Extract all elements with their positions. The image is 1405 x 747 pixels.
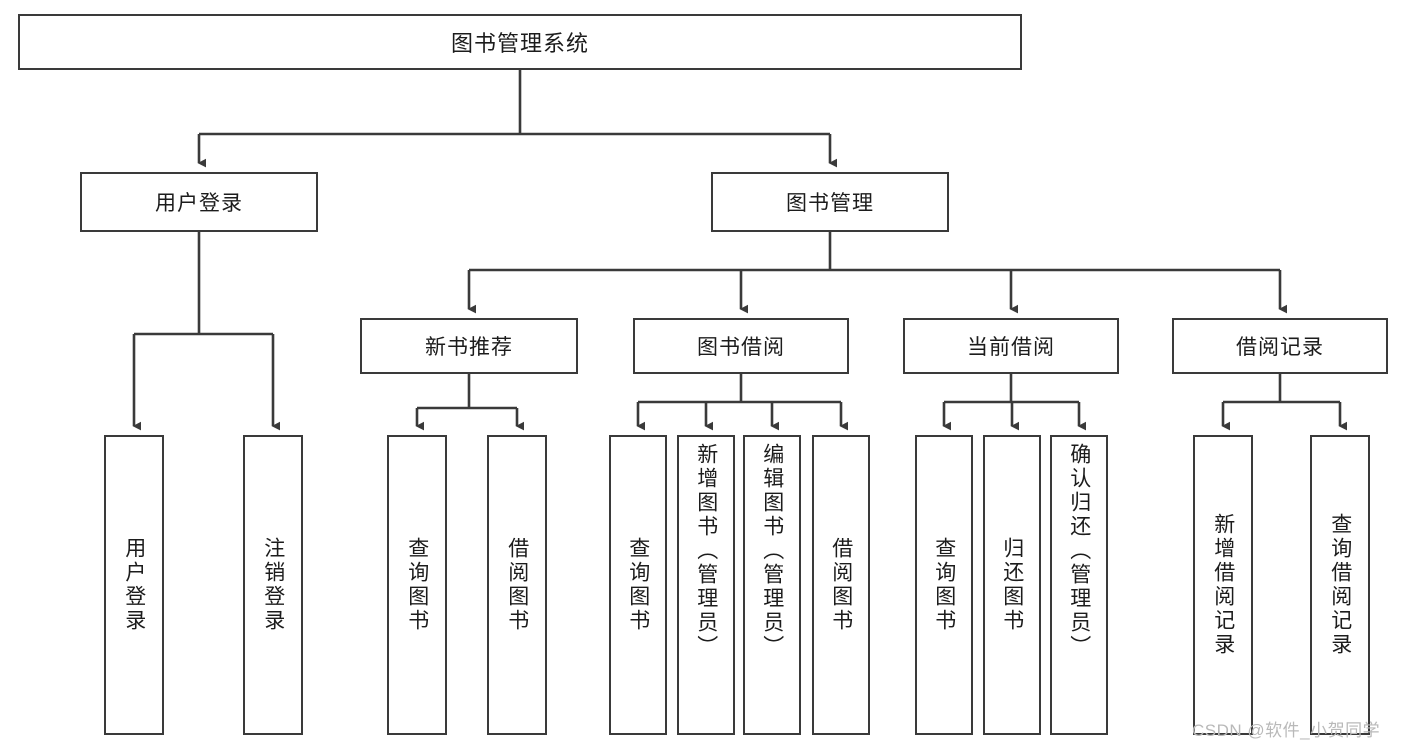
node-leaf-edit-book[interactable]: 编辑图书（管理员）: [743, 435, 801, 735]
node-leaf-query-record[interactable]: 查询借阅记录: [1310, 435, 1370, 735]
node-leaf-borrow-book-2-label: 借阅图书: [829, 537, 853, 633]
node-leaf-add-book-label: 新增图书（管理员）: [694, 443, 718, 659]
node-leaf-borrow-book-1[interactable]: 借阅图书: [487, 435, 547, 735]
node-leaf-user-login-label: 用户登录: [122, 537, 146, 633]
node-book-manage[interactable]: 图书管理: [711, 172, 949, 232]
node-leaf-return-book-label: 归还图书: [1000, 537, 1024, 633]
node-book-manage-label: 图书管理: [786, 192, 874, 215]
node-leaf-user-logout[interactable]: 注销登录: [243, 435, 303, 735]
node-book-borrow[interactable]: 图书借阅: [633, 318, 849, 374]
node-leaf-query-book-1-label: 查询图书: [405, 537, 429, 633]
node-leaf-query-book-2[interactable]: 查询图书: [609, 435, 667, 735]
node-leaf-confirm-return[interactable]: 确认归还（管理员）: [1050, 435, 1108, 735]
node-leaf-add-record-label: 新增借阅记录: [1211, 513, 1235, 657]
node-leaf-user-login[interactable]: 用户登录: [104, 435, 164, 735]
node-leaf-add-book[interactable]: 新增图书（管理员）: [677, 435, 735, 735]
node-leaf-borrow-book-1-label: 借阅图书: [505, 537, 529, 633]
node-leaf-query-book-3-label: 查询图书: [932, 537, 956, 633]
csdn-watermark: CSDN @软件_小贺同学: [1192, 721, 1381, 740]
node-leaf-user-logout-label: 注销登录: [261, 537, 285, 633]
node-leaf-edit-book-label: 编辑图书（管理员）: [760, 443, 784, 659]
node-leaf-return-book[interactable]: 归还图书: [983, 435, 1041, 735]
node-leaf-add-record[interactable]: 新增借阅记录: [1193, 435, 1253, 735]
node-root[interactable]: 图书管理系统: [18, 14, 1022, 70]
node-leaf-query-book-1[interactable]: 查询图书: [387, 435, 447, 735]
node-user-login[interactable]: 用户登录: [80, 172, 318, 232]
node-borrow-record-label: 借阅记录: [1236, 336, 1324, 359]
node-book-borrow-label: 图书借阅: [697, 336, 785, 359]
node-new-book-rec-label: 新书推荐: [425, 336, 513, 359]
node-new-book-rec[interactable]: 新书推荐: [360, 318, 578, 374]
node-user-login-label: 用户登录: [155, 192, 243, 215]
node-leaf-confirm-return-label: 确认归还（管理员）: [1067, 443, 1091, 659]
node-leaf-query-book-3[interactable]: 查询图书: [915, 435, 973, 735]
node-leaf-borrow-book-2[interactable]: 借阅图书: [812, 435, 870, 735]
node-root-label: 图书管理系统: [450, 31, 589, 56]
node-current-borrow[interactable]: 当前借阅: [903, 318, 1119, 374]
node-leaf-query-record-label: 查询借阅记录: [1328, 513, 1352, 657]
node-borrow-record[interactable]: 借阅记录: [1172, 318, 1388, 374]
node-leaf-query-book-2-label: 查询图书: [626, 537, 650, 633]
node-current-borrow-label: 当前借阅: [967, 336, 1055, 359]
